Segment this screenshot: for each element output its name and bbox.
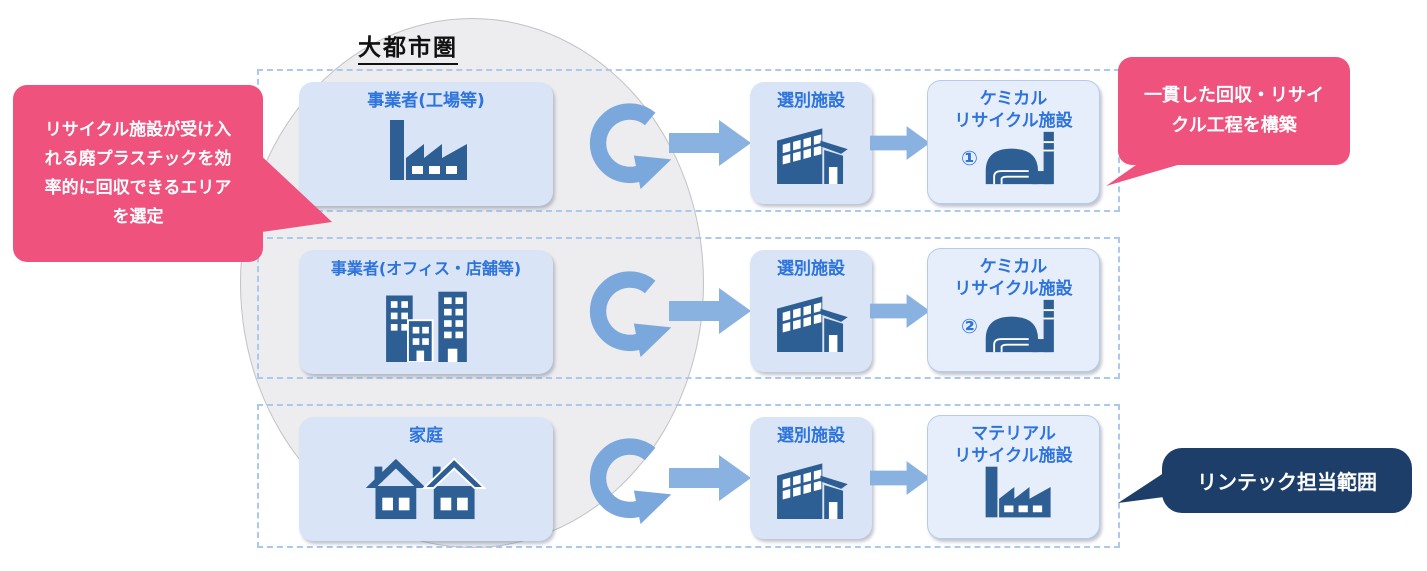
flow-arrow-icon [669,455,751,501]
callout-text: リンテック担当範囲 [1197,470,1377,494]
houses-icon [365,457,487,520]
sorting-facility-icon [777,463,848,519]
callout-text-line: 一貫した回収・リサイ [1144,85,1324,106]
flow-arrow-icon [870,294,930,328]
callout-text-line: クル工程を構築 [1171,115,1297,136]
recycle-label-line2: リサイクル施設 [954,446,1073,466]
flow-row-offices: 事業者(オフィス・店舗等) [257,237,1120,379]
callout-text-line: を選定 [112,206,164,227]
top-right-callout-tail [1106,158,1188,186]
recycle-cycle-icon [589,438,672,525]
sorting-label: 選別施設 [777,91,845,111]
material-recycle-box: マテリアル リサイクル施設 [927,415,1100,539]
sorting-facility-icon [777,296,848,352]
callout-text-line: リサイクル施設が受け入 [44,119,232,140]
chemical-recycle-box-1: ケミカル リサイクル施設 ① [927,80,1100,204]
facility-number: ② [961,314,978,338]
source-label: 事業者(オフィス・店舗等) [330,259,522,278]
facility-number: ① [961,146,978,170]
recycle-label-line1: ケミカル [979,89,1048,109]
factory-icon [985,466,1051,518]
source-box-factories: 事業者(工場等) [299,82,553,206]
flow-row-factories: 事業者(工場等) 選別施設 [257,69,1120,212]
recycle-label-line1: ケミカル [979,257,1048,277]
factory-icon [390,120,467,180]
chemical-recycle-box-2: ケミカル リサイクル施設 ② [927,248,1100,372]
recycle-label-line2: リサイクル施設 [954,111,1073,131]
flow-arrow-icon [669,288,751,334]
sorting-facility-box: 選別施設 [750,250,872,372]
source-label: 事業者(工場等) [367,91,485,111]
left-callout-bubble: リサイクル施設が受け入 れる廃プラスチックを効 率的に回収できるエリア を選定 [13,85,263,262]
bottom-right-callout-bubble: リンテック担当範囲 [1162,448,1412,513]
chemical-plant-icon [985,131,1054,185]
recycle-cycle-icon [589,271,672,358]
flow-row-households: 家庭 選別施設 [257,404,1120,548]
sorting-label: 選別施設 [777,259,845,279]
metro-area-title: 大都市圏 [358,28,458,65]
flow-arrow-icon [669,120,751,166]
left-callout-tail [255,150,332,233]
source-box-households: 家庭 [299,417,553,541]
flow-arrow-icon [870,126,930,160]
callout-text-line: れる廃プラスチックを効 [44,148,232,169]
source-box-offices: 事業者(オフィス・店舗等) [299,250,553,374]
sorting-facility-box: 選別施設 [750,82,872,204]
recycle-label-line2: リサイクル施設 [954,279,1073,299]
sorting-facility-icon [777,128,848,184]
source-label: 家庭 [409,426,443,446]
top-right-callout-bubble: 一貫した回収・リサイ クル工程を構築 [1118,57,1350,165]
chemical-plant-icon [985,299,1054,353]
office-buildings-icon [386,291,467,362]
recycle-label-line1: マテリアル [971,424,1056,444]
recycle-cycle-icon [589,103,672,190]
sorting-facility-box: 選別施設 [750,417,872,539]
sorting-label: 選別施設 [777,426,845,446]
flow-arrow-icon [870,461,930,495]
callout-text-line: 率的に回収できるエリア [44,177,232,198]
